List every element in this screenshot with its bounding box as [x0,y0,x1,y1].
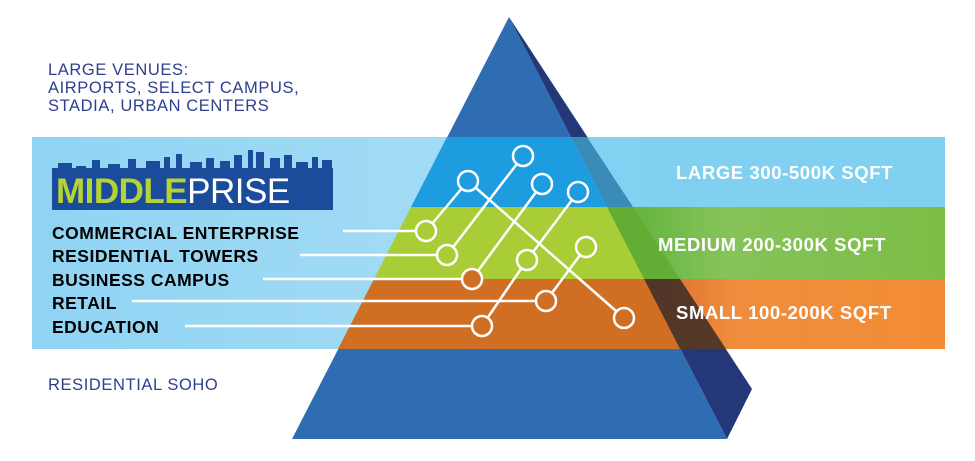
skyline-icon [52,150,333,176]
segment-commercial-enterprise: COMMERCIAL ENTERPRISE [52,223,300,243]
segment-retail: RETAIL [52,293,117,313]
large-venues-note: LARGE VENUES: AIRPORTS, SELECT CAMPUS, S… [48,61,299,115]
side-overlay-small [644,279,726,349]
segment-residential-towers: RESIDENTIAL TOWERS [52,246,259,266]
size-large-label: LARGE 300-500K SQFT [676,162,894,183]
side-overlay-large [571,137,633,207]
note-line: STADIA, URBAN CENTERS [48,97,270,115]
pyramid-tier-small [338,279,680,349]
note-line: AIRPORTS, SELECT CAMPUS, [48,79,300,97]
connector-lines [132,155,625,328]
band-large-right [570,137,945,207]
connector-nodes [414,144,636,338]
side-overlay-medium [607,207,680,279]
segment-business-campus: BUSINESS CAMPUS [52,270,230,290]
middleprise-logo: MIDDLEPRISE [52,174,333,210]
size-medium-label: MEDIUM 200-300K SQFT [658,234,886,255]
logo-part-middle: MIDDLE [56,172,188,211]
note-line: LARGE VENUES: [48,61,189,79]
residential-soho-note: RESIDENTIAL SOHO [48,376,219,394]
segment-education: EDUCATION [52,317,160,337]
logo-part-prise: PRISE [187,172,290,211]
size-small-label: SMALL 100-200K SQFT [676,302,892,323]
